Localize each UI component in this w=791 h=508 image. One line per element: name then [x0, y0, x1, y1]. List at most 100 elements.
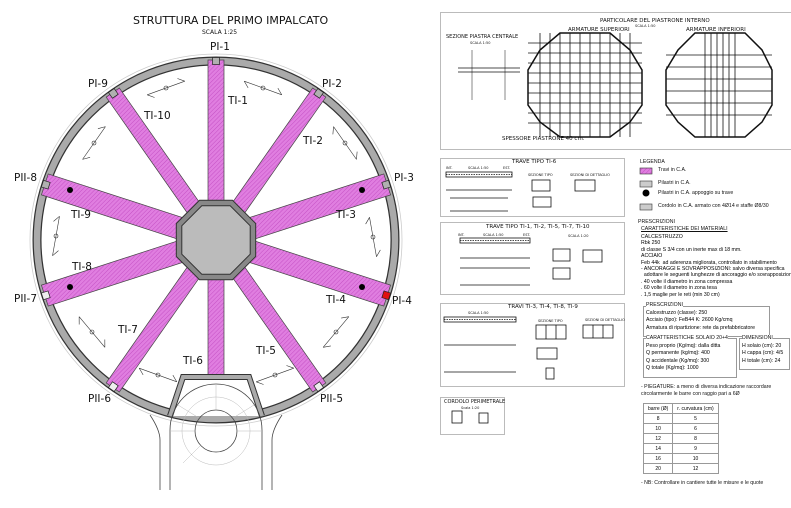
- table-cell: 10: [672, 453, 719, 464]
- beam-scale: SCALA 1:50: [468, 311, 489, 315]
- cordolo-panel: [440, 397, 505, 435]
- pillar-pi-4: [381, 290, 392, 301]
- slab-direction-arrow: [138, 367, 178, 383]
- table-cell: 8: [672, 433, 719, 444]
- pillar-pi-1: [212, 57, 220, 65]
- pillar-pi-2: [313, 88, 325, 99]
- est-label: EST.: [523, 233, 531, 237]
- box-title: CARATTERISTICHE SOLAIO 20+4: [646, 335, 728, 343]
- beam-label: TI-1: [228, 95, 248, 107]
- plan-scale: SCALA 1:25: [202, 29, 238, 36]
- support-pillar-dot: [359, 284, 365, 290]
- detail-label: SEZIONI DI DETTAGLIO: [585, 318, 625, 322]
- text-line: Q permanente (kg/mq): 400: [646, 350, 710, 357]
- slab-direction-arrow: [256, 365, 294, 385]
- table-cell: 6: [672, 423, 719, 434]
- text-line: Calcestruzzo (classe): 250: [646, 310, 708, 316]
- text-line: H cappa (cm): 4/5: [742, 350, 784, 357]
- slab-direction-arrow: [147, 78, 185, 98]
- central-plate: [181, 205, 251, 275]
- table-cell: 9: [672, 443, 719, 454]
- pillar-pii-8: [40, 179, 51, 190]
- spiral-stair: [149, 383, 283, 490]
- text-line: Acciaio (tipo): FeB44 K: 2600 Kg/cmq: [646, 317, 733, 324]
- legend-item: Pilastri in C.A.: [658, 180, 691, 186]
- piegature-note: - PIEGATURE: a meno di diversa indicazio…: [641, 384, 772, 390]
- slab-direction-arrow: [243, 80, 283, 96]
- piegature-note: circolarmente le barre con raggio pari a…: [641, 391, 740, 397]
- beam-elevations: [443, 171, 614, 424]
- text-line: H totale (cm): 24: [742, 357, 781, 364]
- legend-title: LEGENDA: [640, 159, 665, 165]
- beam-label: TI-4: [326, 294, 346, 306]
- text-line: Armatura di ripartizione: rete da prefab…: [646, 324, 755, 331]
- beam-label: TI-5: [256, 345, 276, 357]
- beam-scale: SCALA 1:50: [468, 166, 489, 170]
- beam-scale: SCALA 1:50: [483, 233, 504, 237]
- slab-direction-arrow: [322, 316, 350, 348]
- slab-direction-arrow: [82, 126, 106, 160]
- beam-label: TI-3: [336, 209, 356, 221]
- column-header: r. curvatura (cm): [672, 403, 719, 414]
- pillar-pii-5: [313, 381, 325, 392]
- cordolo-title: CORDOLO PERIMETRALE: [444, 399, 506, 405]
- text-line: . 60 volte il diametro in zona tesa: [641, 285, 717, 292]
- slab-direction-arrow: [365, 217, 381, 257]
- table-cell: 16: [642, 453, 674, 464]
- est-label: EST.: [503, 166, 511, 170]
- int-label: INT.: [458, 233, 465, 237]
- int-label: INT.: [446, 166, 453, 170]
- outer-ring: [29, 53, 403, 427]
- beam-label: TI-9: [71, 209, 91, 221]
- text-line: Peso proprio (Kg/mq): dalla ditta: [646, 343, 721, 349]
- text-line: ACCIAIO: [641, 253, 663, 260]
- pillar-label: PI-2: [322, 78, 342, 90]
- table-cell: 14: [642, 443, 674, 454]
- beam-label: TI-10: [144, 110, 171, 122]
- pillar-label: PII-7: [14, 293, 37, 305]
- box-title: PRESCRIZIONI: [646, 302, 683, 310]
- pillar-pi-3: [381, 179, 392, 190]
- table-cell: 5: [672, 413, 719, 424]
- detail-label: SEZIONI DI DETTAGLIO: [570, 173, 610, 177]
- beam-type-title: TRAVE TIPO TI-1, TI-2, TI-5, TI-7, TI-10: [486, 224, 590, 230]
- column-header: barre (Ø): [642, 403, 674, 414]
- plate-thickness: SPESSORE PIASTRONE 40 cm.: [502, 136, 585, 142]
- pillar-label: PI-9: [88, 78, 108, 90]
- table-cell: 10: [642, 423, 674, 434]
- legend-swatches: [639, 167, 653, 211]
- text-line: Q totale (Kg/mq): 1000: [646, 364, 699, 371]
- table-cell: 12: [672, 463, 719, 474]
- text-line: CALCESTRUZZO: [641, 234, 683, 240]
- beam-label: TI-2: [303, 135, 323, 147]
- table-cell: 20: [642, 463, 674, 474]
- slab-direction-arrow: [78, 316, 106, 348]
- upper-reinforcement-label: ARMATURE SUPERIORI: [568, 27, 630, 33]
- text-line: Q accidentale (Kg/mq): 300: [646, 357, 710, 364]
- pillar-label: PII-8: [14, 172, 37, 184]
- beam-type-title: TRAVE TIPO TI-6: [512, 159, 557, 165]
- section-scale: SCALA 1:50: [470, 41, 491, 45]
- text-line: di classe S 3/4 con un inerte max di 18 …: [641, 246, 742, 253]
- pillar-label: PII-5: [320, 393, 343, 405]
- support-pillar-dot: [67, 284, 73, 290]
- box-title: DIMENSIONI: [742, 335, 773, 343]
- plate-detail-scale: SCALA 1:50: [635, 24, 656, 28]
- text-line: . 1,5 maglie per le reti (min 30 cm): [641, 291, 720, 298]
- cordolo-scale: Scala 1:20: [461, 406, 480, 410]
- plate-detail-panel: [440, 12, 791, 150]
- text-line: . 40 volte il diametro in zona compressa: [641, 278, 733, 285]
- beam-type-ti6-panel: [440, 158, 625, 217]
- plan-title: STRUTTURA DEL PRIMO IMPALCATO: [133, 14, 329, 27]
- pillar-label: PI-4: [392, 295, 412, 307]
- beam-label: TI-8: [72, 261, 92, 273]
- prescriptions-title: PRESCRIZIONI: [638, 219, 675, 225]
- materials-heading: CARATTERISTICHE DEI MATERIALI: [641, 226, 728, 232]
- slab-direction-arrow: [332, 126, 358, 160]
